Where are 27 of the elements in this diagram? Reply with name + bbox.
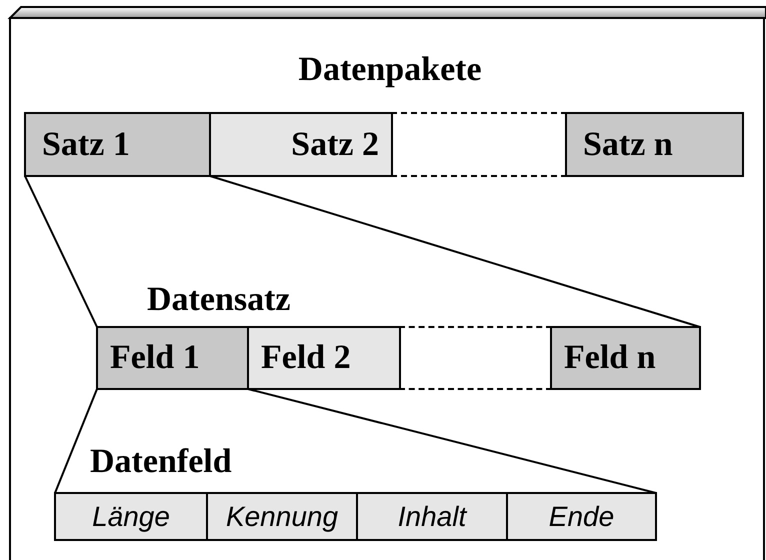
connector-line — [248, 388, 656, 494]
record-box — [565, 112, 744, 177]
connector-line — [24, 176, 98, 328]
field-part-box — [506, 492, 657, 541]
record-box — [96, 326, 249, 390]
section-heading: Datensatz — [147, 280, 291, 320]
record-box — [247, 326, 401, 390]
box-label: Kennung — [226, 500, 338, 532]
box-label: Feld 2 — [261, 338, 351, 378]
box-label: Satz n — [583, 124, 673, 164]
record-box — [550, 326, 701, 390]
box-label: Ende — [548, 500, 614, 532]
field-part-box — [356, 492, 508, 541]
box-label: Länge — [92, 500, 170, 532]
field-part-box — [206, 492, 358, 541]
box-label: Feld n — [564, 338, 656, 378]
connector-line — [54, 388, 98, 494]
connector-line — [210, 175, 700, 328]
box-label: Inhalt — [398, 500, 466, 532]
box-label: Satz 1 — [42, 124, 130, 164]
box-label: Satz 2 — [291, 124, 379, 164]
field-part-box — [54, 492, 208, 541]
section-heading: Datenfeld — [90, 442, 232, 482]
section-heading: Datenpakete — [298, 50, 482, 90]
record-box — [209, 112, 393, 177]
record-box — [24, 112, 211, 177]
box-label: Feld 1 — [110, 338, 200, 378]
